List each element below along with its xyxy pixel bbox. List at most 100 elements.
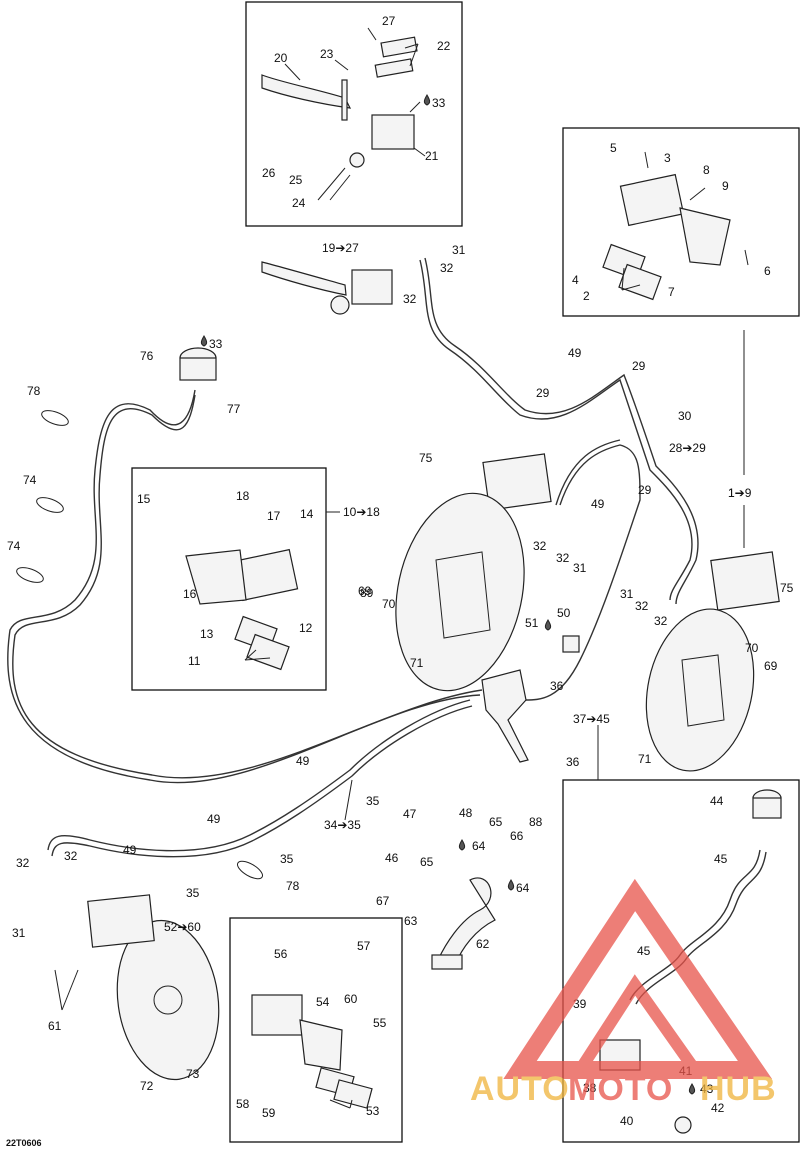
callout-15: 15 (137, 492, 151, 506)
front-left-caliper-box (131, 467, 327, 691)
fluid-drop-icon (544, 619, 552, 631)
callout-61: 61 (48, 1019, 62, 1033)
callout-29b: 29 (536, 386, 550, 400)
callout-12: 12 (299, 621, 313, 635)
fluid-drop-icon (507, 879, 515, 891)
callout-11: 11 (188, 654, 201, 668)
callout-71b: 71 (638, 752, 652, 766)
callout-40: 40 (620, 1114, 634, 1128)
callout-62: 62 (476, 937, 490, 951)
callout-55: 55 (373, 1016, 387, 1030)
callout-58: 58 (236, 1097, 250, 1111)
callout-32c: 32 (533, 539, 547, 553)
callout-54: 54 (316, 995, 330, 1009)
callout-14: 14 (300, 507, 314, 521)
callout-43: 43 (700, 1082, 714, 1096)
callout-35c: 35 (186, 886, 200, 900)
callout-32a: 32 (440, 261, 454, 275)
callout-22: 22 (437, 39, 451, 53)
callout-63: 63 (404, 914, 418, 928)
callout-78a: 78 (27, 384, 41, 398)
callout-18: 18 (236, 489, 250, 503)
callout-31c: 31 (620, 587, 634, 601)
watermark-middle: MOTO (568, 1070, 673, 1108)
callout-48: 48 (459, 806, 473, 820)
callout-74a: 74 (23, 473, 37, 487)
callout-17: 17 (267, 509, 281, 523)
callout-76: 76 (140, 349, 154, 363)
callout-75b: 75 (780, 581, 794, 595)
callout-23: 23 (320, 47, 334, 61)
watermark-suffix: HUB (700, 1070, 777, 1108)
hoses (7, 257, 767, 1005)
callout-74b: 74 (7, 539, 21, 553)
callout-70b: 70 (745, 641, 759, 655)
callout-77: 77 (227, 402, 241, 416)
callout-88: 88 (529, 815, 543, 829)
callout-20: 20 (274, 51, 288, 65)
range-37-45: 37➔45 (573, 712, 610, 726)
callout-1: 1 (728, 486, 735, 500)
rear-reservoir-box (562, 779, 800, 1143)
callout-59: 59 (262, 1106, 276, 1120)
callout-24: 24 (292, 196, 306, 210)
callout-51: 51 (525, 616, 539, 630)
callout-2: 2 (583, 289, 590, 303)
fluid-drop-icon (200, 335, 208, 347)
range-10-18: 10➔18 (343, 505, 380, 519)
fluid-drop-icon (423, 94, 431, 106)
callout-33b: 33 (209, 337, 223, 351)
callout-60: 60 (344, 992, 358, 1006)
callout-3: 3 (664, 151, 671, 165)
master-cylinder-box (245, 1, 463, 227)
callout-49b: 49 (591, 497, 605, 511)
callout-49e: 49 (123, 843, 137, 857)
leader-lines (54, 27, 749, 1109)
callout-31a: 31 (452, 243, 466, 257)
callout-33a: 33 (432, 96, 446, 110)
callout-21: 21 (425, 149, 439, 163)
callout-65a: 65 (489, 815, 503, 829)
callout-57: 57 (357, 939, 371, 953)
callout-44: 44 (710, 794, 724, 808)
range-19-27: 19➔27 (322, 241, 359, 255)
callout-8: 8 (703, 163, 710, 177)
callout-35b: 35 (280, 852, 294, 866)
range-52-60: 52➔60 (164, 920, 201, 934)
callout-36a: 36 (550, 679, 564, 693)
callout-49a: 49 (568, 346, 582, 360)
callout-78b: 78 (286, 879, 300, 893)
callout-31d: 31 (12, 926, 26, 940)
callout-89-visible: 89 (360, 586, 374, 600)
callout-25: 25 (289, 173, 303, 187)
callout-32e: 32 (635, 599, 649, 613)
callout-69a: 69 (358, 584, 372, 598)
fluid-drop-icons (200, 94, 696, 1095)
callout-73: 73 (186, 1067, 200, 1081)
callout-69b: 69 (764, 659, 778, 673)
rear-caliper-box (229, 917, 403, 1143)
callout-27: 27 (382, 14, 396, 28)
callout-47: 47 (403, 807, 417, 821)
callout-labels: 1 2 3 4 5 6 7 8 9 11 12 13 14 15 16 17 1… (6, 14, 794, 1148)
callout-36b: 36 (566, 755, 580, 769)
parts (16, 36, 782, 1134)
callout-66: 66 (510, 829, 524, 843)
callout-38: 38 (583, 1081, 597, 1095)
callout-64b: 64 (516, 881, 530, 895)
range-34-35: 34➔35 (324, 818, 361, 832)
callout-75a: 75 (419, 451, 433, 465)
callout-29c: 29 (638, 483, 652, 497)
callout-32b: 32 (403, 292, 417, 306)
callout-46: 46 (385, 851, 399, 865)
callout-32g: 32 (16, 856, 30, 870)
callout-16: 16 (183, 587, 197, 601)
range-1-9: 1➔9 (728, 486, 752, 500)
callout-32f: 32 (654, 614, 668, 628)
callout-6: 6 (764, 264, 771, 278)
fluid-drop-icon (688, 1083, 696, 1095)
callout-64a: 64 (472, 839, 486, 853)
callout-30: 30 (678, 409, 692, 423)
callout-32d: 32 (556, 551, 570, 565)
callout-53: 53 (366, 1104, 380, 1118)
